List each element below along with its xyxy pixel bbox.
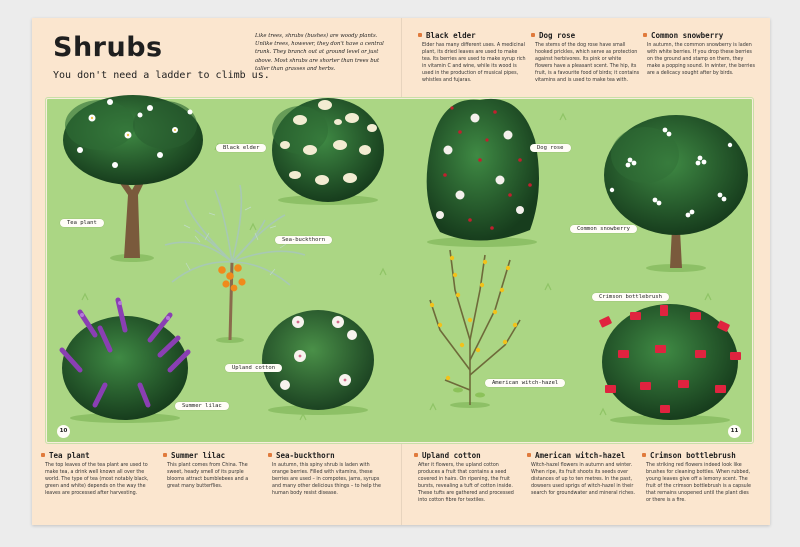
label-summer-lilac: Summer lilac xyxy=(175,402,229,410)
page-number-right: 11 xyxy=(728,425,741,438)
desc-heading-common-snowberry: Common snowberry xyxy=(643,31,723,40)
desc-text-upland-cotton: After it flowers, the upland cotton prod… xyxy=(418,463,514,503)
page-number-left: 10 xyxy=(57,425,70,438)
label-black-elder: Black elder xyxy=(216,144,267,152)
bullet-icon xyxy=(268,453,272,457)
desc-heading-tea-plant: Tea plant xyxy=(41,451,90,460)
desc-heading-dog-rose: Dog rose xyxy=(531,31,575,40)
desc-heading-upland-cotton: Upland cotton xyxy=(414,451,481,460)
bullet-icon xyxy=(41,453,45,457)
desc-heading-american-witch-hazel: American witch-hazel xyxy=(527,451,625,460)
label-dog-rose: Dog rose xyxy=(530,144,571,152)
page-subtitle: You don't need a ladder to climb us. xyxy=(53,70,270,81)
desc-text-dog-rose: The stems of the dog rose have small hoo… xyxy=(535,43,640,83)
dog-rose-illustration xyxy=(426,98,539,247)
bullet-icon xyxy=(418,33,422,37)
sea-buckthorn-illustration xyxy=(164,184,306,343)
crimson-bottlebrush-illustration xyxy=(599,304,741,425)
black-elder-illustration xyxy=(272,98,384,205)
summer-lilac-illustration xyxy=(59,297,191,423)
desc-text-crimson-bottlebrush: The striking red flowers indeed look lik… xyxy=(646,463,752,503)
bullet-icon xyxy=(643,33,647,37)
tea-plant-illustration xyxy=(63,95,203,262)
intro-text: Like trees, shrubs (bushes) are woody pl… xyxy=(255,33,384,72)
label-sea-buckthorn: Sea-buckthorn xyxy=(275,236,333,244)
bullet-icon xyxy=(642,453,646,457)
bullet-icon xyxy=(414,453,418,457)
common-snowberry-illustration xyxy=(604,115,748,272)
american-witch-hazel-illustration xyxy=(429,249,521,408)
label-american-witch-hazel: American witch-hazel xyxy=(485,379,566,387)
bullet-icon xyxy=(163,453,167,457)
desc-text-american-witch-hazel: Witch-hazel flowers in autumn and winter… xyxy=(531,463,636,496)
label-upland-cotton: Upland cotton xyxy=(225,364,283,372)
desc-text-black-elder: Elder has many different uses. A medicin… xyxy=(422,43,526,83)
desc-heading-black-elder: Black elder xyxy=(418,31,476,40)
page-title: Shrubs xyxy=(53,32,163,63)
label-tea-plant: Tea plant xyxy=(60,219,104,227)
upland-cotton-illustration xyxy=(262,310,374,415)
label-crimson-bottlebrush: Crimson bottlebrush xyxy=(592,293,669,301)
desc-text-tea-plant: The top leaves of the tea plant are used… xyxy=(45,463,149,496)
desc-text-sea-buckthorn: In autumn, this spiny shrub is laden wit… xyxy=(272,463,381,496)
bullet-icon xyxy=(527,453,531,457)
bullet-icon xyxy=(531,33,535,37)
desc-text-common-snowberry: In autumn, the common snowberry is laden… xyxy=(647,43,755,76)
desc-heading-sea-buckthorn: Sea-buckthorn xyxy=(268,451,335,460)
desc-heading-crimson-bottlebrush: Crimson bottlebrush xyxy=(642,451,736,460)
desc-text-summer-lilac: This plant comes from China. The sweet, … xyxy=(167,463,249,489)
label-common-snowberry: Common snowberry xyxy=(570,225,637,233)
desc-heading-summer-lilac: Summer lilac xyxy=(163,451,225,460)
